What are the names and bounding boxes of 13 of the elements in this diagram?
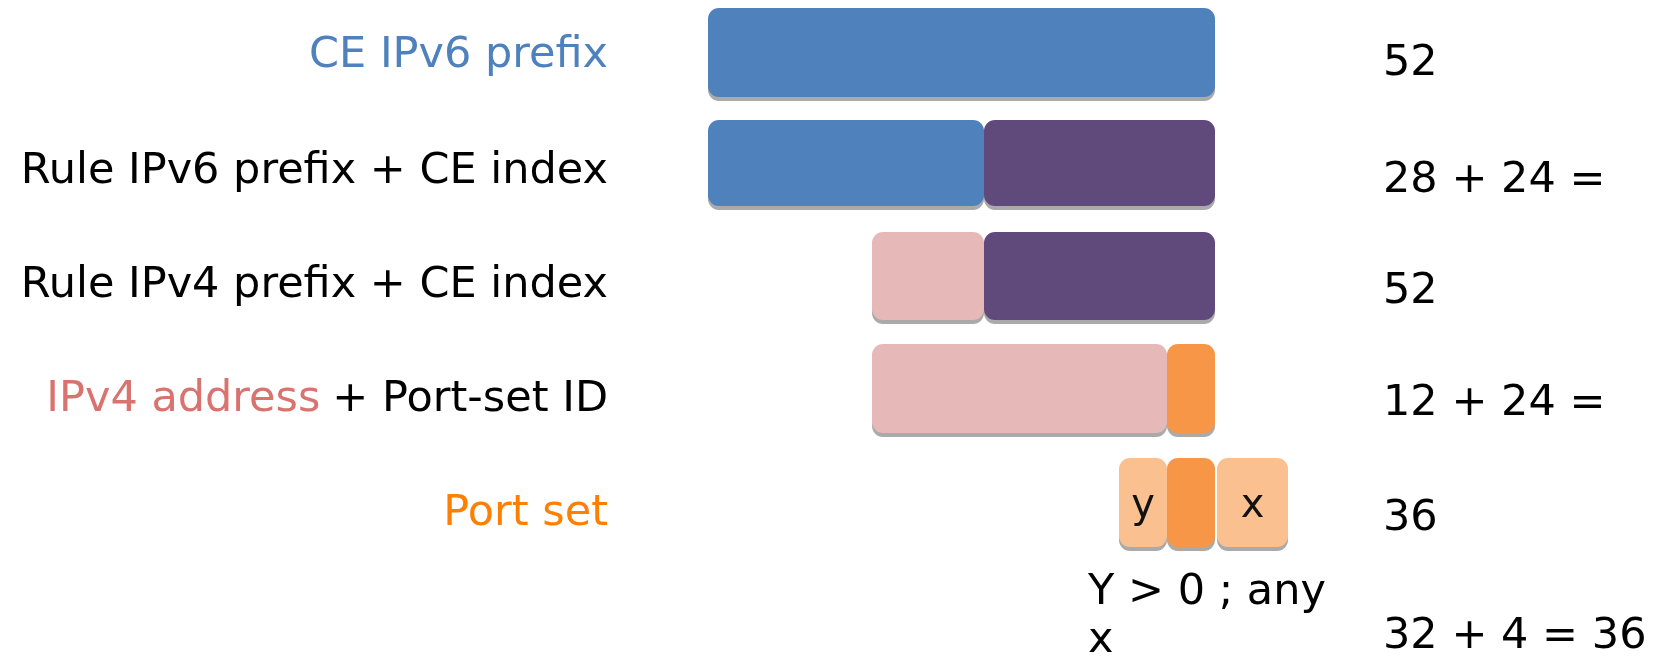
row-label: Port set (443, 484, 608, 537)
row-label: IPv4 address (46, 370, 321, 423)
bit-count: 36 (1383, 489, 1438, 542)
bit-count: 52 (1383, 34, 1438, 87)
bit-count: 32 + 4 = 36 (1383, 607, 1647, 660)
bit-count: 12 + 24 = (1383, 374, 1606, 427)
row-label: Rule IPv4 prefix + CE index (20, 256, 608, 309)
row-label: + Port-set ID (332, 370, 608, 423)
bit-count: 28 + 24 = (1383, 151, 1606, 204)
condition-note: Y > 0 ; any x (1088, 565, 1327, 662)
row-label: Rule IPv6 prefix + CE index (20, 142, 608, 195)
bit-count: 52 (1383, 262, 1438, 315)
row-label: CE IPv6 prefix (309, 26, 608, 79)
